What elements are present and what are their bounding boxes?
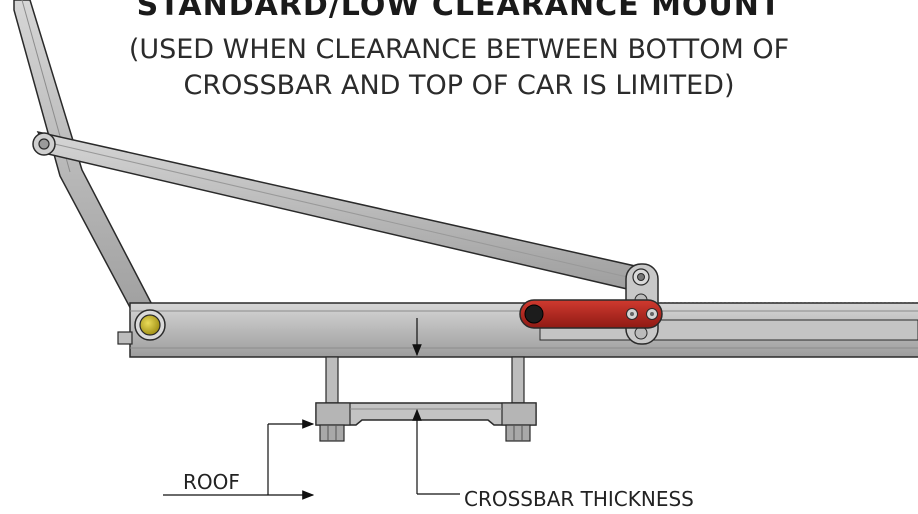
diagram-subtitle-line-1: (USED WHEN CLEARANCE BETWEEN BOTTOM OF bbox=[128, 34, 790, 65]
yellow-pivot-pin bbox=[134, 309, 166, 341]
crossbar-clamp bbox=[315, 402, 537, 426]
red-latch-plate bbox=[519, 299, 663, 329]
mount-posts bbox=[325, 356, 525, 404]
diagram-title: STANDARD/LOW CLEARANCE MOUNT bbox=[136, 0, 782, 23]
diagram-subtitle-line-2: CROSSBAR AND TOP OF CAR IS LIMITED) bbox=[183, 70, 735, 101]
crossbar-thickness-label: CROSSBAR THICKNESS bbox=[464, 487, 694, 511]
roof-dimension bbox=[163, 419, 315, 500]
pivot-bolt-top bbox=[32, 132, 56, 156]
crossbar-thickness-dimension bbox=[412, 318, 460, 495]
clamp-nuts bbox=[319, 424, 531, 442]
main-horizontal-bar bbox=[117, 302, 918, 358]
roof-label: ROOF bbox=[183, 470, 240, 494]
